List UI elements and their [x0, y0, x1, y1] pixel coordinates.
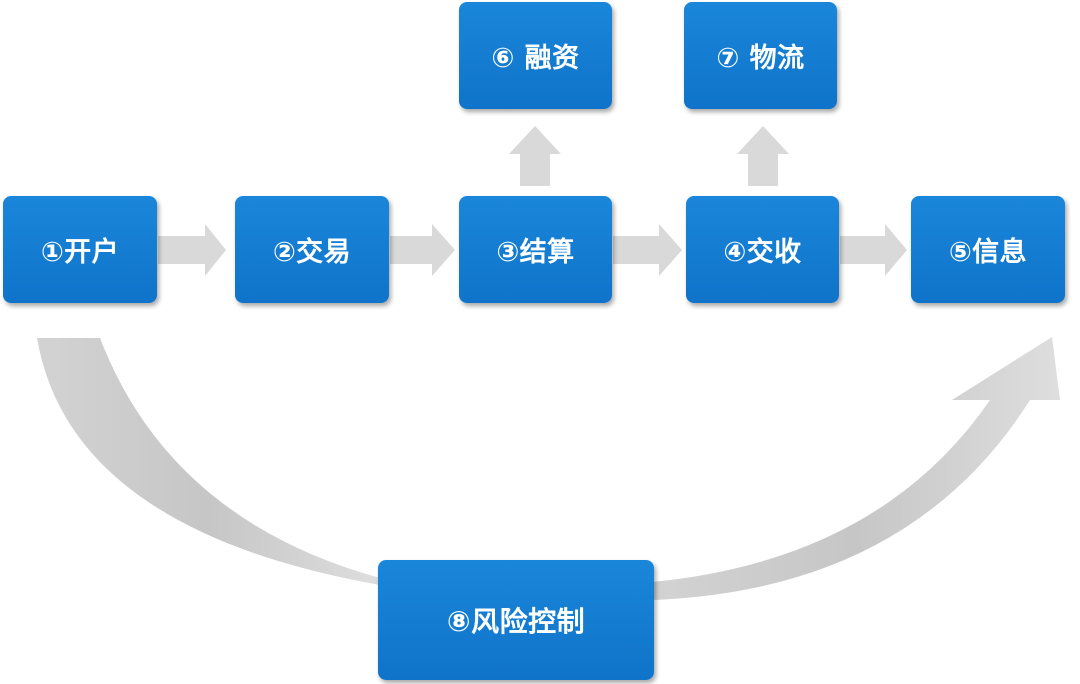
arrow-trade-to-settlement — [390, 224, 455, 276]
node-settlement: ③结算 — [459, 196, 612, 303]
node-trade: ②交易 — [235, 196, 389, 303]
arrow-delivery-to-logistics — [737, 126, 789, 186]
arrow-settlement-to-financing — [509, 126, 561, 186]
node-delivery-label: ④交收 — [723, 237, 802, 268]
arrow-open-to-trade — [158, 224, 226, 276]
arc-risk-control-to-information — [652, 337, 1060, 600]
node-risk-control-label: ⑧风险控制 — [446, 605, 586, 638]
node-information-label: ⑤信息 — [948, 237, 1028, 268]
node-financing-label: ⑥ 融资 — [491, 43, 580, 74]
arc-open-to-risk-control — [37, 338, 380, 585]
node-logistics-label: ⑦ 物流 — [716, 43, 805, 74]
node-risk-control: ⑧风险控制 — [378, 560, 654, 680]
node-information: ⑤信息 — [911, 196, 1065, 303]
node-financing: ⑥ 融资 — [459, 2, 612, 109]
node-delivery: ④交收 — [686, 196, 839, 303]
node-settlement-label: ③结算 — [496, 237, 575, 268]
arrow-delivery-to-information — [840, 224, 907, 276]
node-trade-label: ②交易 — [272, 237, 352, 268]
node-open-account: ①开户 — [3, 196, 157, 303]
arrow-settlement-to-delivery — [613, 224, 682, 276]
node-open-account-label: ①开户 — [40, 237, 120, 268]
node-logistics: ⑦ 物流 — [684, 2, 837, 109]
